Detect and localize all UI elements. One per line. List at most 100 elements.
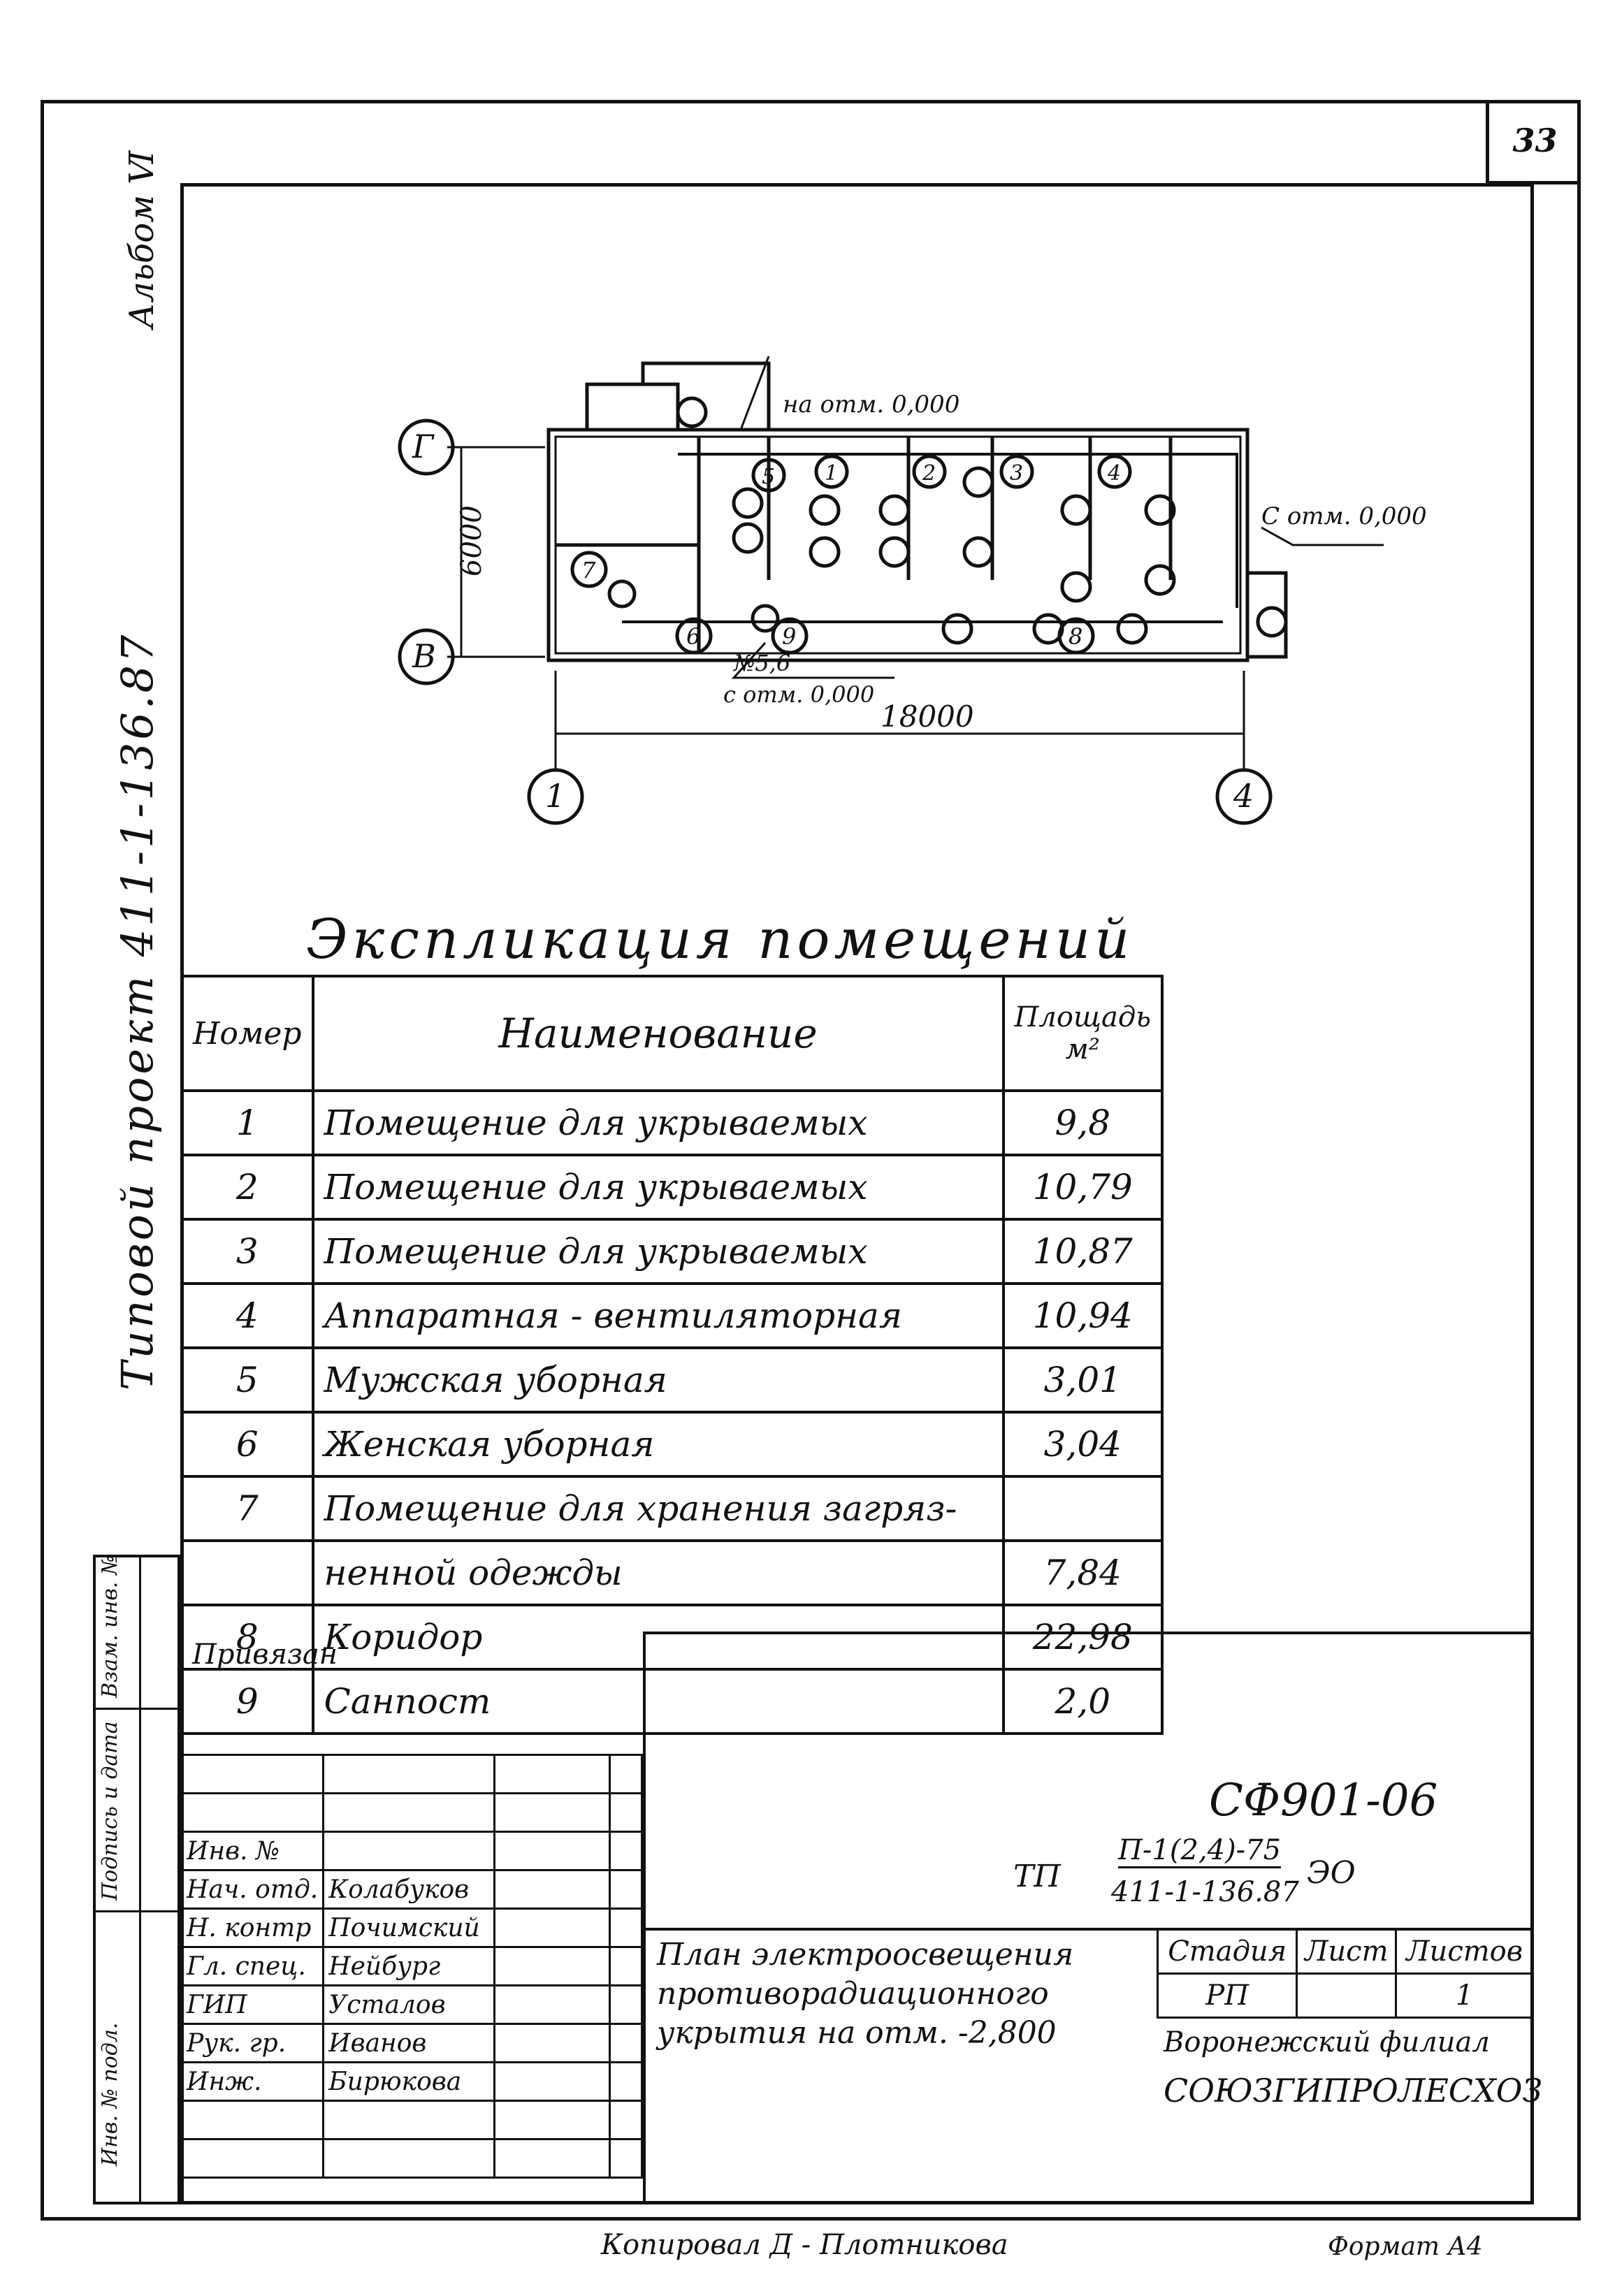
- copied-by: Копировал Д - Плотникова: [601, 2229, 1008, 2261]
- person-name: Нейбург: [322, 1946, 496, 1986]
- room-4: 4: [1107, 461, 1121, 486]
- note-right: С отм. 0,000: [1261, 502, 1427, 530]
- room-6: 6: [686, 623, 700, 650]
- room-5: 5: [762, 465, 775, 489]
- tp-bottom: 411-1-136.87: [1111, 1876, 1299, 1908]
- row-area: 9,8: [1001, 1089, 1164, 1156]
- table-row: РП 1: [1156, 1972, 1534, 2019]
- row-area: 3,04: [1001, 1411, 1164, 1478]
- row-name: Мужская уборная: [311, 1346, 1005, 1414]
- role: Рук. гр.: [180, 2023, 325, 2063]
- room-8: 8: [1068, 623, 1082, 650]
- role: Нач. отд.: [180, 1869, 325, 1910]
- floor-plan: Г В 1 4 6000 18000 на отм. 0,000 С отм. …: [398, 356, 1427, 825]
- table-row: [180, 2100, 643, 2140]
- org-line-2: СОЮЗГИПРОЛЕСХОЗ: [1164, 2072, 1543, 2109]
- axis-label-g: Г: [412, 428, 435, 465]
- side-label-inv: Инв. № подл.: [98, 2022, 122, 2166]
- explication-header-row: Номер Наименование Площадь м²: [180, 975, 1164, 1092]
- room-9: 9: [782, 623, 796, 650]
- row-num: 6: [180, 1411, 314, 1478]
- row-area: 10,87: [1001, 1218, 1164, 1285]
- row-num: 8: [180, 1604, 314, 1671]
- side-stamp: [93, 1555, 180, 2204]
- sheets-value: 1: [1395, 1972, 1534, 2019]
- tp-top: П-1(2,4)-75: [1118, 1834, 1282, 1868]
- row-num: 1: [180, 1089, 314, 1156]
- table-row: Нач. отд.Колабуков: [180, 1869, 643, 1910]
- stage-table: Стадия Лист Листов РП 1: [1156, 1928, 1534, 2019]
- explication-title: Экспликация помещений: [306, 908, 1134, 971]
- note-top: на отм. 0,000: [783, 391, 959, 419]
- row-num: 3: [180, 1218, 314, 1285]
- privyazan-label: Привязан: [192, 1639, 338, 1671]
- row-name: Помещение для укрываемых: [311, 1154, 1005, 1221]
- drawing-title: План электроосвещения противорадиационно…: [657, 1937, 1074, 2051]
- side-label-replace: Взам. инв. №: [98, 1555, 122, 1698]
- person-name: Иванов: [322, 2023, 496, 2063]
- row-name: Коридор: [311, 1604, 1005, 1671]
- role: Н. контр: [180, 1908, 325, 1948]
- stage-header: Стадия: [1156, 1928, 1298, 1975]
- person-name: Усталов: [322, 1984, 496, 2025]
- note-bottom-2: с отм. 0,000: [723, 681, 874, 708]
- row-name: Помещение для укрываемых: [311, 1089, 1005, 1156]
- row-name: Аппаратная - вентиляторная: [311, 1282, 1005, 1349]
- room-2: 2: [922, 461, 936, 486]
- room-1: 1: [825, 461, 838, 486]
- person-name: Колабуков: [322, 1869, 496, 1910]
- header-name: Наименование: [311, 975, 1005, 1092]
- drawing-code: СФ901-06: [1209, 1775, 1438, 1826]
- org-line-1: Воронежский филиал: [1164, 2026, 1490, 2058]
- row-num: 4: [180, 1282, 314, 1349]
- inv-label: Инв. №: [180, 1831, 325, 1871]
- dim-height: 6000: [456, 505, 488, 576]
- row-area: 10,79: [1001, 1154, 1164, 1221]
- table-row: [180, 1792, 643, 1833]
- row-num: 5: [180, 1346, 314, 1414]
- header-area: Площадь м²: [1001, 975, 1164, 1092]
- row-num: [180, 1539, 314, 1606]
- stage-value: РП: [1156, 1972, 1298, 2019]
- row-area: 7,84: [1001, 1539, 1164, 1606]
- row-area: 22,98: [1001, 1604, 1164, 1671]
- table-row: [180, 2138, 643, 2179]
- room-7: 7: [581, 557, 596, 583]
- side-label-sign: Подпись и дата: [98, 1721, 122, 1901]
- table-row: Стадия Лист Листов: [1156, 1928, 1534, 1975]
- note-bottom-1: №5,6: [732, 650, 790, 676]
- dim-width: 18000: [881, 699, 974, 734]
- header-num: Номер: [180, 975, 314, 1092]
- format-label: Формат А4: [1328, 2232, 1483, 2261]
- row-area: 3,01: [1001, 1346, 1164, 1414]
- sheet-value: [1296, 1972, 1398, 2019]
- album-label: Альбом Ⅵ: [122, 150, 161, 328]
- table-row: Рук. гр.Иванов: [180, 2023, 643, 2063]
- row-name: ненной одежды: [311, 1539, 1005, 1606]
- outer-frame: [41, 100, 1581, 2221]
- table-row: Инв. №: [180, 1831, 643, 1871]
- room-3: 3: [1010, 461, 1023, 486]
- row-name: Женская уборная: [311, 1411, 1005, 1478]
- tp-prefix: ТП: [1013, 1859, 1061, 1894]
- row-area: 2,0: [1001, 1668, 1164, 1735]
- role: Гл. спец.: [180, 1946, 325, 1986]
- axis-label-1: 1: [545, 777, 565, 815]
- table-row: Гл. спец.Нейбург: [180, 1946, 643, 1986]
- axis-label-v: В: [412, 637, 436, 675]
- role: ГИП: [180, 1984, 325, 2025]
- row-area: 10,94: [1001, 1282, 1164, 1349]
- title-block: [643, 1632, 1534, 2204]
